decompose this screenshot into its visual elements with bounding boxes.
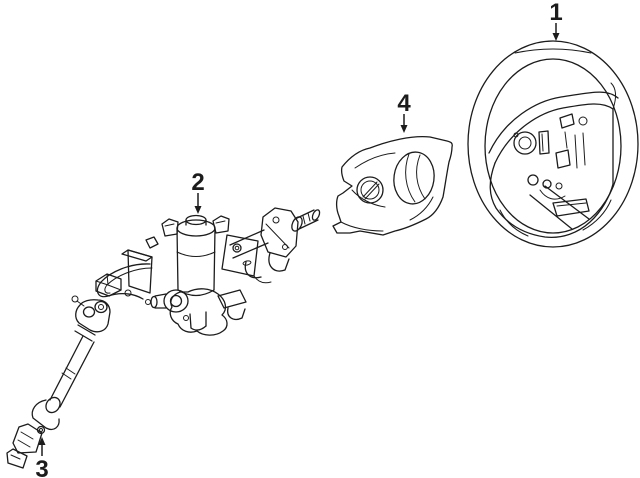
callout-3-label: 3 bbox=[35, 456, 48, 478]
callout-2-arrowhead bbox=[194, 206, 202, 214]
steering-column-cover-drawing[interactable] bbox=[332, 135, 453, 236]
clockspring-detail bbox=[513, 113, 588, 200]
callout-4-arrowhead bbox=[400, 125, 408, 133]
intermediate-shaft-drawing[interactable] bbox=[6, 295, 111, 469]
callout-2-label: 2 bbox=[191, 169, 204, 196]
callout-3-arrowhead bbox=[38, 437, 46, 445]
callout-2[interactable]: 2 bbox=[191, 169, 205, 214]
power-steering-motor bbox=[176, 214, 216, 297]
callout-1-label: 1 bbox=[549, 0, 562, 26]
callout-3[interactable]: 3 bbox=[35, 437, 49, 478]
column-lower-housing bbox=[145, 288, 247, 336]
callout-4[interactable]: 4 bbox=[397, 90, 411, 133]
callout-1[interactable]: 1 bbox=[549, 0, 563, 41]
steering-wheel-drawing[interactable] bbox=[467, 40, 639, 248]
callout-4-label: 4 bbox=[397, 90, 411, 117]
steering-column-assembly-drawing[interactable] bbox=[95, 207, 321, 336]
callout-1-arrowhead bbox=[552, 33, 560, 41]
